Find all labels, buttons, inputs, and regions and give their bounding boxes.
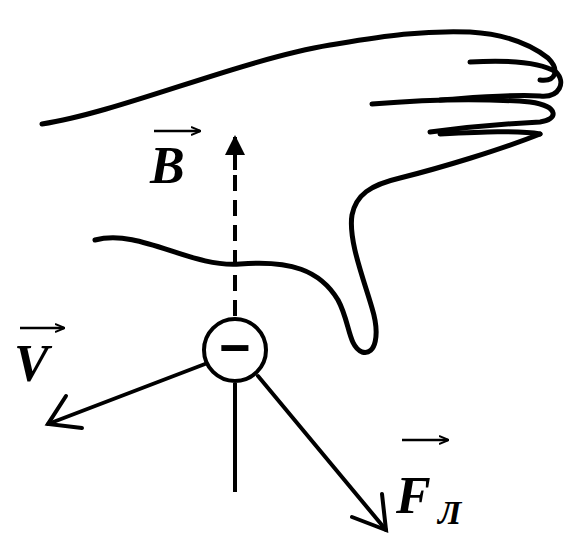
vector-sign <box>20 131 448 440</box>
force-symbol: F <box>396 470 431 522</box>
velocity-vector <box>48 364 205 428</box>
electron-charge: − <box>202 317 268 383</box>
force-vector <box>258 376 386 530</box>
charge-sign: − <box>219 320 251 374</box>
hand-outline <box>42 32 561 353</box>
force-subscript: Л <box>438 496 461 530</box>
induction-symbol: B <box>150 140 185 192</box>
induction-vector <box>235 137 236 492</box>
velocity-symbol: V <box>14 338 49 390</box>
